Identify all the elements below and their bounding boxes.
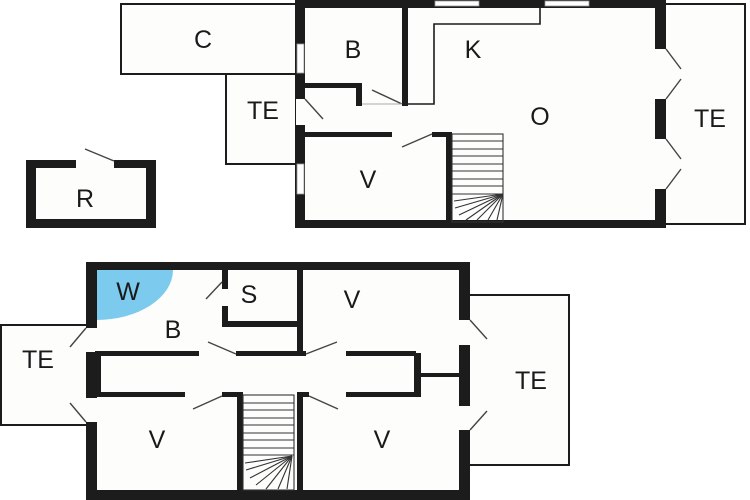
room-label-v: V (149, 426, 166, 454)
room-label-s: S (241, 281, 258, 309)
door-swing (192, 395, 223, 410)
wall (304, 132, 392, 137)
room-label-te: TE (515, 367, 547, 395)
door-opening (654, 139, 666, 189)
room-label-o: O (530, 103, 549, 131)
door-swing (304, 98, 324, 120)
wall (346, 392, 421, 397)
wall (346, 351, 416, 356)
wall (655, 0, 666, 228)
wall (304, 83, 362, 88)
wall (297, 394, 303, 494)
door-swing (84, 148, 115, 162)
staircase (242, 394, 295, 491)
door-swing (205, 281, 223, 300)
wall (94, 356, 101, 392)
window (296, 163, 305, 195)
wall (402, 6, 408, 106)
door-opening (86, 398, 97, 422)
room-label-te: TE (22, 346, 54, 374)
kitchen-counter (406, 7, 541, 105)
wall (222, 268, 228, 289)
wall (421, 373, 461, 377)
door-swing (469, 410, 488, 431)
room-label-te: TE (247, 97, 279, 125)
wall (95, 392, 185, 397)
door-swing (665, 78, 682, 100)
door-opening (654, 49, 666, 99)
room-label-b: B (345, 36, 362, 64)
wellness-area (96, 270, 173, 320)
upper-floor: C TE TE (26, 0, 746, 228)
door-swing (371, 89, 403, 105)
wall (237, 394, 243, 494)
room-label-v: V (360, 166, 377, 194)
wall (295, 0, 666, 8)
door-swing (665, 138, 682, 160)
wall (432, 132, 452, 137)
room-label-c: C (194, 26, 212, 54)
wall (222, 306, 228, 327)
wall (297, 268, 303, 356)
wall (459, 262, 470, 500)
lower-floor: TE TE W S B (0, 262, 570, 500)
door-opening (296, 99, 305, 125)
room-label-r: R (76, 185, 94, 213)
room-label-b: B (165, 316, 182, 344)
door-swing (69, 327, 87, 348)
door-swing (207, 341, 237, 355)
wall (95, 351, 199, 356)
room-terrace-upper-left: TE (225, 73, 298, 165)
wall (222, 321, 300, 327)
wall (356, 83, 362, 106)
door-swing (69, 402, 87, 423)
door-swing (469, 319, 488, 340)
door-opening (86, 328, 97, 352)
door-swing (665, 168, 682, 190)
wall (86, 262, 97, 500)
wall (86, 262, 470, 270)
room-label-te: TE (694, 105, 726, 133)
door-opening (459, 406, 470, 430)
wall (446, 132, 452, 222)
window (296, 43, 305, 74)
room-terrace-lower-left: TE (0, 324, 89, 426)
window (544, 0, 590, 7)
window (434, 0, 480, 7)
room-storage: R (26, 148, 156, 228)
wall (222, 392, 243, 397)
upper-house-floor (296, 0, 666, 228)
room-label-k: K (465, 36, 482, 64)
door-swing (308, 395, 339, 410)
door-swing (665, 48, 682, 70)
wall (414, 353, 421, 394)
door-opening (459, 320, 470, 345)
room-label-v: V (344, 286, 361, 314)
door-swing (401, 133, 433, 148)
wall (86, 490, 470, 500)
room-label-v: V (374, 426, 391, 454)
room-carport: C (120, 3, 298, 75)
wall (295, 220, 666, 228)
wall (236, 351, 306, 356)
door-swing (305, 341, 338, 355)
room-terrace-lower-right: TE (467, 294, 570, 466)
room-terrace-upper-right: TE (662, 3, 746, 225)
staircase (451, 133, 504, 223)
room-label-w: W (116, 278, 140, 306)
